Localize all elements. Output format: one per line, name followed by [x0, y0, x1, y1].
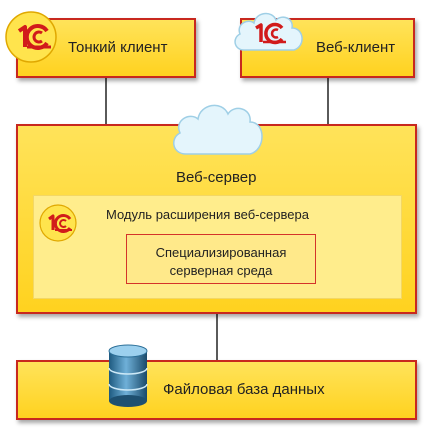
database-box	[16, 360, 417, 420]
environment-line-1: Специализированная	[155, 245, 287, 260]
web-client-cloud-icon: 1С	[234, 12, 303, 51]
connector-thin-client	[105, 78, 107, 124]
web-server-label: Веб-сервер	[176, 169, 257, 186]
thin-client-logo-icon: 1С	[5, 11, 57, 63]
database-icon	[108, 344, 148, 407]
connector-database	[216, 314, 218, 360]
web-client-label: Веб-клиент	[316, 39, 396, 56]
module-logo-icon: 1С	[39, 204, 77, 242]
web-server-cloud-icon	[173, 104, 263, 155]
thin-client-label: Тонкий клиент	[68, 39, 168, 56]
specialized-environment-box: Специализированная серверная среда	[126, 234, 316, 284]
connector-web-client	[327, 78, 329, 124]
database-label: Файловая база данных	[163, 381, 325, 398]
environment-line-2: серверная среда	[169, 263, 273, 278]
module-label: Модуль расширения веб-сервера	[106, 207, 309, 222]
